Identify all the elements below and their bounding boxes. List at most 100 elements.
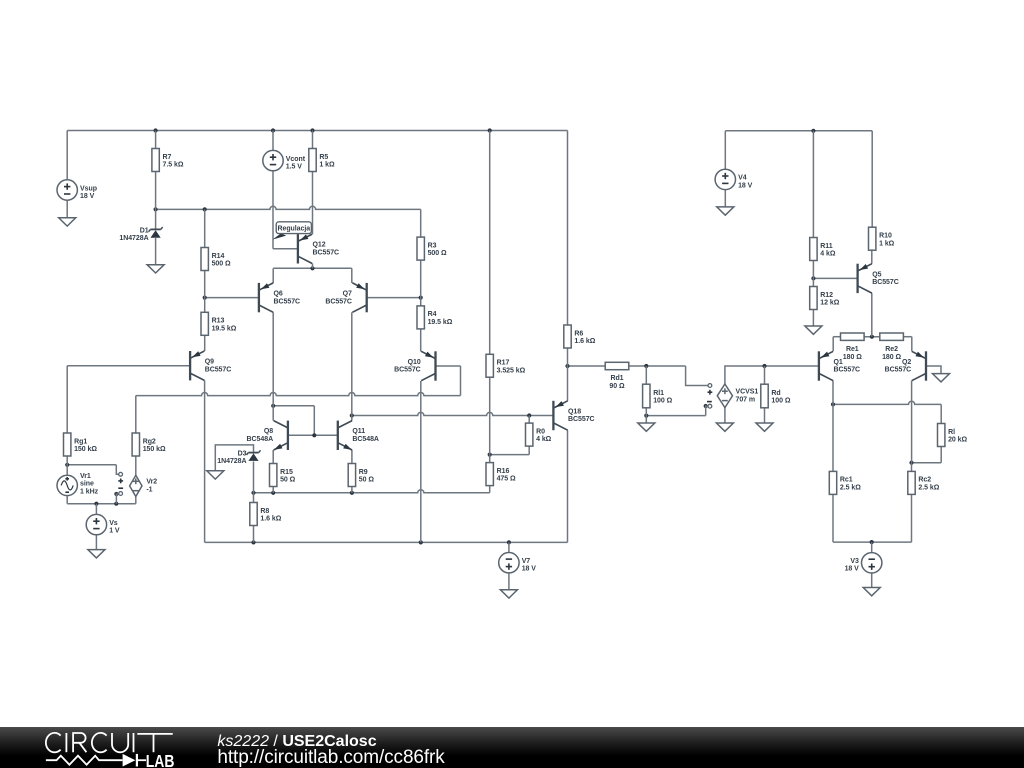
svg-text:Q8: Q8 xyxy=(264,428,273,435)
svg-text:Q1: Q1 xyxy=(834,359,843,366)
svg-text:BC557C: BC557C xyxy=(834,367,861,374)
svg-text:100 Ω: 100 Ω xyxy=(771,398,790,405)
svg-text:ks2222 / USE2Calosc: ks2222 / USE2Calosc xyxy=(217,733,376,750)
svg-text:1.6 kΩ: 1.6 kΩ xyxy=(574,338,595,345)
svg-text:sine: sine xyxy=(80,481,94,488)
svg-text:BC557C: BC557C xyxy=(394,367,421,374)
svg-text:BC557C: BC557C xyxy=(325,298,352,305)
svg-text:Q2: Q2 xyxy=(902,359,911,366)
svg-text:180 Ω: 180 Ω xyxy=(843,354,862,361)
svg-text:18 V: 18 V xyxy=(845,566,860,573)
svg-text:1.5 V: 1.5 V xyxy=(286,164,302,171)
svg-text:Vcont: Vcont xyxy=(286,156,306,163)
svg-text:Q10: Q10 xyxy=(408,359,421,366)
svg-text:LAB: LAB xyxy=(146,751,175,768)
svg-text:18 V: 18 V xyxy=(522,566,537,573)
svg-text:Rl1: Rl1 xyxy=(653,390,664,397)
svg-text:http://circuitlab.com/cc86frk: http://circuitlab.com/cc86frk xyxy=(217,747,445,768)
svg-text:Vsup: Vsup xyxy=(80,185,97,192)
svg-text:R12: R12 xyxy=(820,292,833,299)
svg-text:V7: V7 xyxy=(522,558,531,565)
svg-text:Vs: Vs xyxy=(109,520,118,527)
svg-text:R0: R0 xyxy=(536,428,545,435)
svg-text:180 Ω: 180 Ω xyxy=(882,354,901,361)
svg-text:1N4728A: 1N4728A xyxy=(217,458,246,465)
svg-text:4 kΩ: 4 kΩ xyxy=(536,436,552,443)
svg-text:707 m: 707 m xyxy=(736,396,756,403)
svg-text:19.5 kΩ: 19.5 kΩ xyxy=(212,325,237,332)
svg-text:D1: D1 xyxy=(140,227,149,234)
svg-text:50 Ω: 50 Ω xyxy=(359,477,375,484)
svg-text:BC557C: BC557C xyxy=(274,298,301,305)
svg-text:R7: R7 xyxy=(163,154,172,161)
svg-text:BC548A: BC548A xyxy=(352,436,379,443)
svg-text:Q18: Q18 xyxy=(568,408,581,415)
svg-text:R10: R10 xyxy=(879,233,892,240)
svg-text:R8: R8 xyxy=(260,508,269,515)
svg-text:475 Ω: 475 Ω xyxy=(497,476,516,483)
svg-text:2.5 kΩ: 2.5 kΩ xyxy=(918,485,939,492)
svg-text:1.6 kΩ: 1.6 kΩ xyxy=(260,516,281,523)
svg-text:Re2: Re2 xyxy=(885,346,898,353)
svg-text:Vr1: Vr1 xyxy=(80,473,91,480)
svg-text:BC548A: BC548A xyxy=(247,436,274,443)
svg-text:12 kΩ: 12 kΩ xyxy=(820,300,839,307)
svg-text:R17: R17 xyxy=(497,360,510,367)
svg-text:VCVS1: VCVS1 xyxy=(736,389,759,396)
svg-text:1 V: 1 V xyxy=(109,528,120,535)
svg-text:3.525 kΩ: 3.525 kΩ xyxy=(497,367,526,374)
svg-text:BC557C: BC557C xyxy=(872,279,899,286)
svg-text:50 Ω: 50 Ω xyxy=(280,477,296,484)
svg-text:R5: R5 xyxy=(319,154,328,161)
svg-text:Rd: Rd xyxy=(771,390,780,397)
svg-text:Rl: Rl xyxy=(948,429,955,436)
svg-text:Rc2: Rc2 xyxy=(918,477,931,484)
svg-text:18 V: 18 V xyxy=(80,193,95,200)
svg-text:Q6: Q6 xyxy=(274,291,283,298)
svg-text:90 Ω: 90 Ω xyxy=(609,383,625,390)
svg-text:D3: D3 xyxy=(238,451,247,458)
svg-text:150 kΩ: 150 kΩ xyxy=(74,446,97,453)
svg-text:1 kΩ: 1 kΩ xyxy=(879,240,895,247)
svg-text:Q7: Q7 xyxy=(343,291,352,298)
svg-text:V4: V4 xyxy=(738,175,747,182)
svg-text:Regulacja: Regulacja xyxy=(277,225,310,232)
svg-text:R4: R4 xyxy=(428,311,437,318)
svg-text:4 kΩ: 4 kΩ xyxy=(820,251,836,258)
svg-text:Q11: Q11 xyxy=(352,428,365,435)
svg-text:BC557C: BC557C xyxy=(885,367,912,374)
svg-text:1 kΩ: 1 kΩ xyxy=(319,162,335,169)
svg-text:BC557C: BC557C xyxy=(205,366,232,373)
svg-text:Vr2: Vr2 xyxy=(146,479,157,486)
svg-text:R11: R11 xyxy=(820,243,832,250)
svg-text:R13: R13 xyxy=(212,318,225,325)
svg-text:BC557C: BC557C xyxy=(313,250,340,257)
svg-text:V3: V3 xyxy=(850,558,859,565)
svg-text:BC557C: BC557C xyxy=(568,416,595,423)
svg-text:20 kΩ: 20 kΩ xyxy=(948,437,967,444)
svg-text:R16: R16 xyxy=(497,468,510,475)
svg-text:1N4728A: 1N4728A xyxy=(119,235,148,242)
svg-text:500 Ω: 500 Ω xyxy=(212,261,231,268)
svg-text:150 kΩ: 150 kΩ xyxy=(143,446,166,453)
svg-text:Re1: Re1 xyxy=(846,346,859,353)
svg-text:Rc1: Rc1 xyxy=(840,477,853,484)
svg-text:7.5 kΩ: 7.5 kΩ xyxy=(163,162,184,169)
svg-text:Rg2: Rg2 xyxy=(143,438,156,445)
svg-text:-1: -1 xyxy=(146,487,152,494)
svg-text:500 Ω: 500 Ω xyxy=(428,250,447,257)
svg-text:R3: R3 xyxy=(428,242,437,249)
svg-text:1 kHz: 1 kHz xyxy=(80,488,99,495)
svg-text:19.5 kΩ: 19.5 kΩ xyxy=(428,319,453,326)
svg-text:R15: R15 xyxy=(280,469,293,476)
svg-text:Rg1: Rg1 xyxy=(74,438,87,445)
svg-text:R6: R6 xyxy=(574,330,583,337)
svg-text:18 V: 18 V xyxy=(738,182,753,189)
svg-text:Q9: Q9 xyxy=(205,359,214,366)
svg-text:Rd1: Rd1 xyxy=(610,375,623,382)
svg-text:100 Ω: 100 Ω xyxy=(653,398,672,405)
svg-text:Q5: Q5 xyxy=(872,271,881,278)
svg-text:R14: R14 xyxy=(212,253,225,260)
svg-text:Q12: Q12 xyxy=(313,242,326,249)
svg-text:2.5 kΩ: 2.5 kΩ xyxy=(840,485,861,492)
